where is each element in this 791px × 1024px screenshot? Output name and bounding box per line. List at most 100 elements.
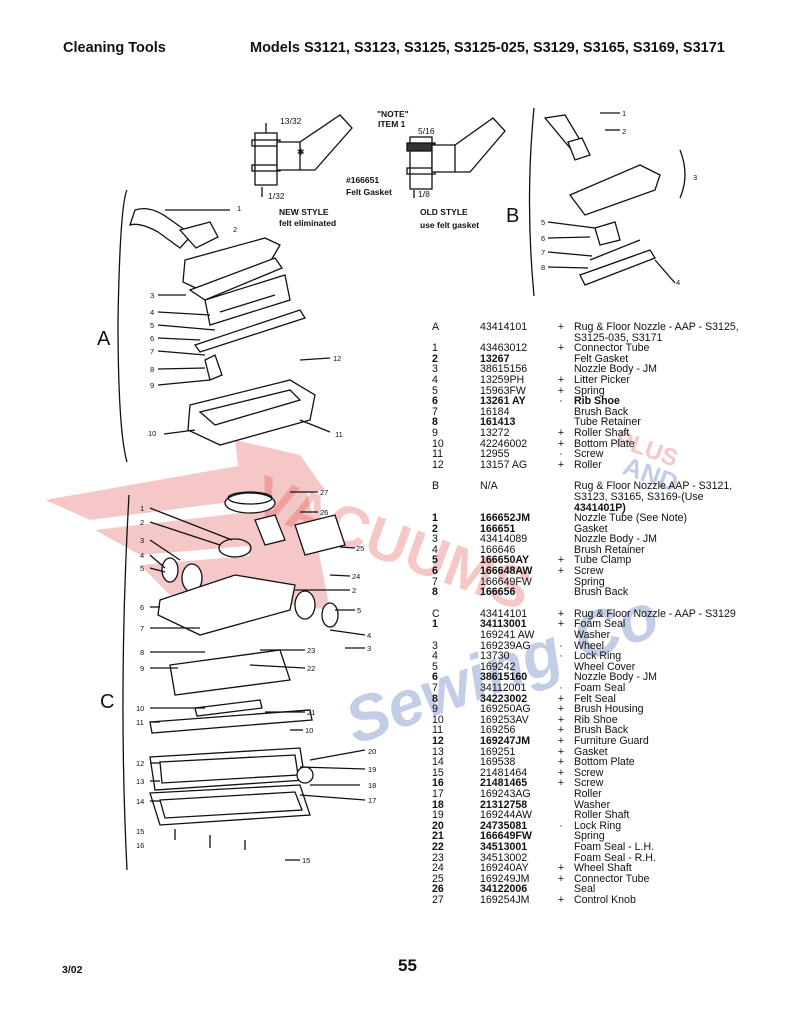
old-style-tube-detail [406,117,506,198]
part-item-number: 19 [432,809,444,822]
part-mark: + [557,554,565,567]
part-description: S3123, S3165, S3169-(Use [574,490,704,503]
part-item-number: 22 [432,840,444,853]
part-166651-label: #166651 [346,175,379,185]
old-style-label: OLD STYLE [420,207,468,217]
part-item-number: 6 [432,565,438,578]
part-mark: + [557,766,565,779]
part-mark: + [557,384,565,397]
part-item-number: 8 [432,416,438,429]
part-item-number: 23 [432,851,444,864]
svg-text:22: 22 [307,664,315,673]
part-description: Gasket [574,522,608,535]
part-number: 43414101 [480,321,528,333]
svg-text:17: 17 [368,796,376,805]
part-number: N/A [480,480,498,493]
svg-text:12: 12 [333,354,341,363]
part-mark: · [559,682,563,694]
parts-row: 4341401P) [432,501,777,514]
part-number: 166652JM [480,512,531,525]
svg-text:5: 5 [150,321,154,330]
part-mark: · [559,448,563,461]
part-number: 169253AV [480,713,529,726]
part-number: 13259PH [480,373,525,386]
part-description: 4341401P) [574,501,626,514]
parts-row: S3123, S3165, S3169-(Use [432,492,777,503]
svg-text:2: 2 [352,586,356,595]
dim-1-8: 1/8 [418,189,430,199]
svg-text:20: 20 [368,747,376,756]
svg-text:6: 6 [541,234,545,243]
part-description: Nozzle Body - JM [574,363,658,376]
part-description: Foam Seal - L.H. [574,840,655,853]
part-number: 24735081 [480,819,528,832]
dim-5-16: 5/16 [418,126,435,136]
svg-text:6: 6 [140,603,144,612]
part-number: 169242 [480,660,516,673]
part-item-number: 17 [432,787,444,800]
part-item-number: 12 [432,458,444,471]
part-description: Tube Retainer [574,416,641,429]
part-number: 16184 [480,405,510,418]
part-item-number: 1 [432,512,438,525]
old-style-sub-label: use felt gasket [420,220,479,230]
part-item-number: 7 [432,405,438,418]
svg-text:9: 9 [140,664,144,673]
part-number: 166646 [480,543,516,556]
diagram-c [122,491,366,871]
svg-text:27: 27 [320,488,328,497]
header-right: Models S3121, S3123, S3125, S3125-025, S… [250,40,725,56]
svg-text:23: 23 [307,646,315,655]
part-description: Connector Tube [574,342,650,355]
part-number: 169538 [480,756,516,769]
part-number: 21312758 [480,798,528,811]
section-c-label: C [100,691,114,713]
part-description: Furniture Guard [574,734,649,747]
part-item-number: 5 [432,384,438,397]
svg-text:14: 14 [136,797,144,806]
part-item-number: 7 [432,682,438,694]
part-mark: · [559,639,563,652]
svg-text:3: 3 [367,644,371,653]
svg-text:1: 1 [237,204,241,213]
part-description: Roller Shaft [574,426,630,439]
part-number: 166649FW [480,575,532,588]
svg-text:4: 4 [676,278,680,287]
part-description: Wheel [574,639,605,652]
part-number: 21481465 [480,777,528,790]
part-number: 169244AW [480,809,533,822]
part-description: Screw [574,766,604,779]
part-description: Rib Shoe [574,395,620,408]
part-item-number: 3 [432,363,438,376]
svg-text:5: 5 [140,564,144,573]
part-number: 169256 [480,724,516,737]
part-mark: + [557,734,565,747]
part-description: Roller Shaft [574,809,630,822]
part-description: Gasket [574,745,608,758]
part-item-number: 16 [432,777,444,790]
part-item-number: 24 [432,862,444,875]
part-mark: + [557,321,565,333]
part-item-number: 2 [432,352,438,365]
part-item-number: 12 [432,734,444,747]
part-number: 166651 [480,522,516,535]
part-item-number: 8 [432,692,438,705]
part-number: 42246002 [480,437,528,450]
